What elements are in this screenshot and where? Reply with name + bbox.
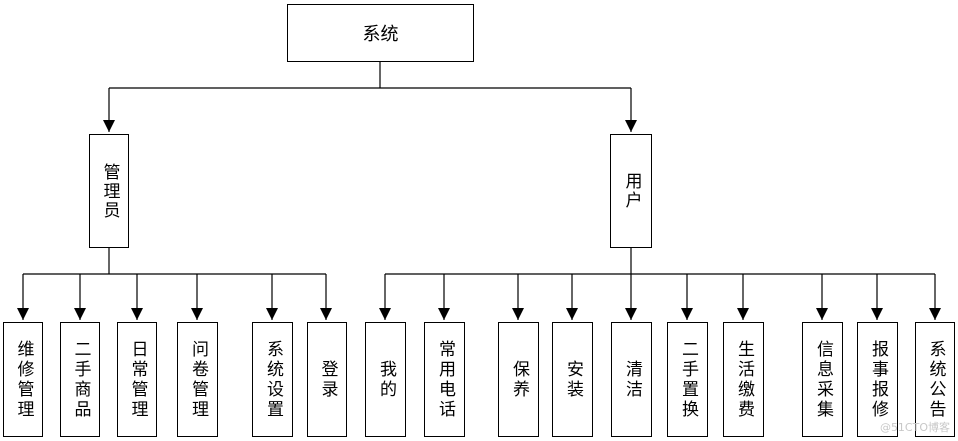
admin-leaf-node: 登录 (307, 322, 347, 437)
user-leaf-label: 信息采集 (813, 339, 833, 420)
user-leaf-node: 信息采集 (802, 322, 843, 437)
user-node: 用户 (610, 134, 652, 248)
admin-leaf-label: 问卷管理 (188, 339, 208, 420)
user-leaf-label: 保养 (509, 359, 529, 400)
admin-leaf-node: 日常管理 (117, 322, 157, 437)
admin-leaf-node: 问卷管理 (177, 322, 218, 437)
user-leaf-node: 二手置换 (667, 322, 708, 437)
admin-leaf-label: 二手商品 (70, 339, 91, 420)
admin-leaf-label: 维修管理 (13, 339, 34, 420)
root-label: 系统 (362, 24, 399, 45)
user-leaf-label: 系统公告 (925, 339, 946, 420)
user-leaf-label: 清洁 (622, 359, 642, 400)
user-leaf-node: 常用电话 (424, 322, 465, 437)
user-leaf-node: 保养 (498, 322, 539, 437)
user-leaf-label: 报事报修 (868, 339, 888, 420)
admin-leaf-label: 登录 (317, 359, 338, 400)
admin-node: 管理员 (89, 134, 129, 248)
user-leaf-label: 常用电话 (435, 339, 455, 420)
user-label: 用户 (621, 172, 642, 210)
admin-leaf-node: 维修管理 (3, 322, 43, 437)
admin-leaf-label: 系统设置 (263, 339, 283, 420)
user-leaf-label: 我的 (376, 359, 396, 400)
admin-leaf-label: 日常管理 (127, 339, 148, 420)
user-leaf-node: 清洁 (611, 322, 652, 437)
user-leaf-node: 生活缴费 (723, 322, 764, 437)
root-node: 系统 (287, 4, 474, 62)
watermark: @51CTO博客 (879, 421, 950, 434)
user-leaf-node: 安装 (552, 322, 593, 437)
admin-leaf-node: 系统设置 (252, 322, 293, 437)
admin-label: 管理员 (99, 162, 120, 220)
user-leaf-label: 生活缴费 (734, 339, 754, 420)
user-leaf-node: 报事报修 (857, 322, 898, 437)
user-leaf-label: 安装 (563, 359, 583, 400)
user-leaf-label: 二手置换 (678, 339, 698, 420)
user-leaf-node: 系统公告 (915, 322, 955, 437)
user-leaf-node: 我的 (365, 322, 406, 437)
admin-leaf-node: 二手商品 (60, 322, 100, 437)
